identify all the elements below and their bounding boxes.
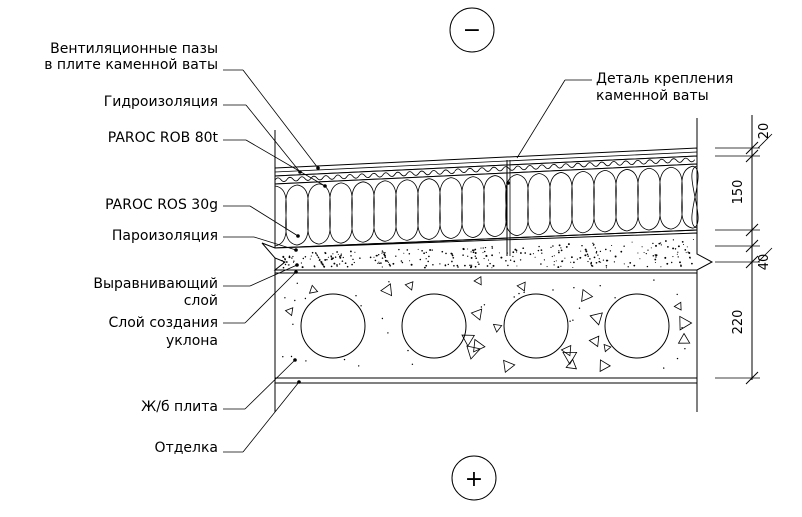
label-ventilation-2: в плите каменной ваты (44, 57, 218, 73)
label-vapor: Пароизоляция (112, 228, 218, 244)
leader-lines (223, 69, 592, 453)
fastening-detail (506, 160, 511, 256)
dim-220: 220 (731, 310, 746, 335)
label-ros: PAROC ROS 30g (105, 197, 218, 213)
label-ventilation-1: Вентиляционные пазы (50, 41, 218, 57)
label-slab: Ж/б плита (141, 399, 218, 415)
label-leveling-2: слой (184, 293, 218, 309)
dim-150: 150 (731, 180, 746, 205)
dimension-lines: 20 150 40 220 (715, 115, 773, 385)
finish-layer (274, 377, 698, 384)
label-leveling-1: Выравнивающий (93, 276, 218, 292)
dim-20: 20 (757, 123, 772, 140)
concrete-slab (274, 272, 698, 379)
label-rob: PAROC ROB 80t (108, 130, 219, 146)
layer-labels: Вентиляционные пазы в плите каменной ват… (44, 41, 733, 456)
label-fastening-2: каменной ваты (596, 88, 709, 104)
top-sign: − (449, 7, 495, 53)
label-finish: Отделка (155, 440, 218, 456)
bottom-sign: + (451, 455, 497, 501)
label-slope-1: Слой создания (109, 315, 218, 331)
slope-layer (261, 232, 714, 271)
dim-40: 40 (757, 254, 772, 271)
plus-sign: + (465, 467, 483, 492)
label-waterproofing: Гидроизоляция (104, 94, 218, 110)
label-slope-2: уклона (166, 333, 218, 349)
minus-sign: − (463, 18, 481, 43)
label-fastening-1: Деталь крепления (596, 71, 733, 87)
